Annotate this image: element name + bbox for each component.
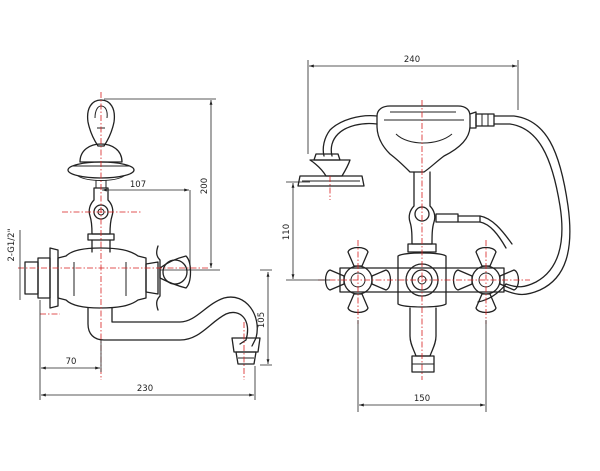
dim-70: 70 [66, 357, 77, 367]
dim-200: 200 [200, 178, 210, 194]
dim-107: 107 [130, 180, 146, 190]
dim-105: 105 [257, 312, 267, 328]
dim-230: 230 [137, 384, 153, 394]
dim-150: 150 [414, 394, 430, 404]
side-view [18, 92, 261, 380]
dim-240: 240 [404, 55, 420, 65]
side-dimensions [19, 98, 272, 400]
dim-thread: 2-G1/2" [7, 228, 17, 261]
dimension-labels: 107 200 105 70 230 2-G1/2" 240 110 150 [7, 55, 430, 404]
front-dimensions [286, 60, 519, 412]
front-view [297, 100, 571, 380]
dim-110: 110 [282, 224, 292, 240]
